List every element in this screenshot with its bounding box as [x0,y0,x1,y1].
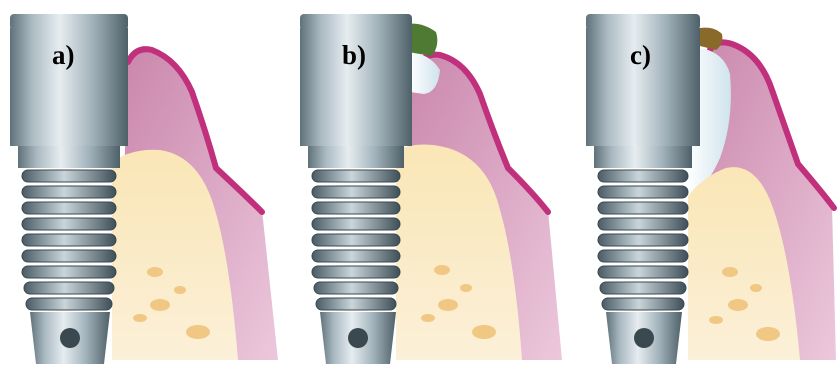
implant-neck [308,146,404,168]
panel-label-b: b) [342,40,366,71]
apex-vent [348,328,368,348]
implant-neck [18,146,120,168]
implant-threads [312,170,400,310]
apex-vent [60,328,80,348]
panel-c [586,14,836,364]
panel-a [10,14,278,364]
panel-b [300,14,562,364]
calculus-deposit [700,28,722,50]
implant-neck [594,146,692,168]
panel-label-c: c) [630,40,651,71]
abutment-collar [300,14,412,30]
abutment-collar [586,14,700,30]
abutment-collar [10,14,128,30]
implant-threads [598,170,688,310]
calculus-deposit [408,24,437,56]
implant-threads [22,170,116,310]
panel-label-a: a) [52,40,75,71]
apex-vent [634,328,654,348]
